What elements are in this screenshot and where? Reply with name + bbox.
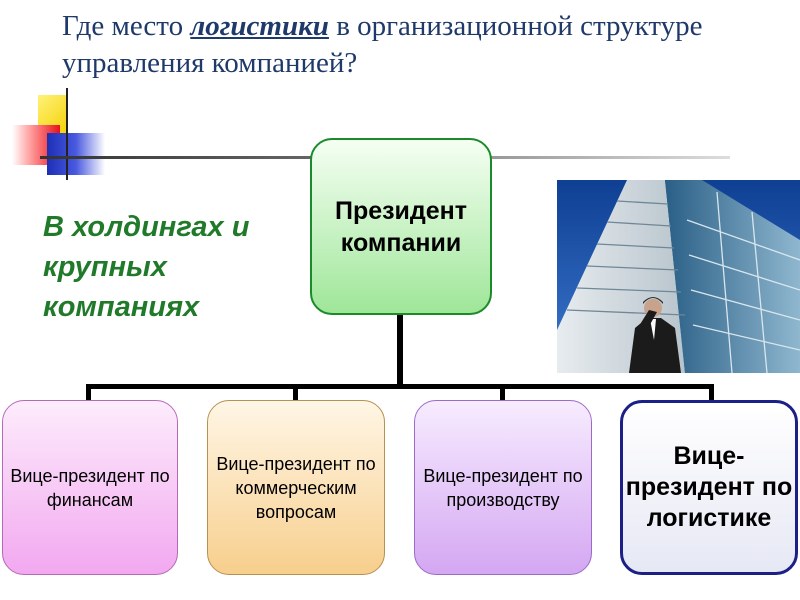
vp-commercial-box: Вице-президент по коммерческим вопросам — [207, 400, 385, 575]
connector-top-stem — [397, 314, 403, 388]
vp-production-label: Вице-президент по производству — [423, 465, 583, 510]
title-prefix: Где место — [62, 10, 191, 42]
vp-logistics-box: Вице-президент по логистике — [620, 400, 798, 575]
title-highlight: логистики — [190, 10, 329, 42]
connector-drop-3 — [500, 384, 505, 400]
vp-logistics-label: Вице-президент по логистике — [625, 442, 793, 532]
decor-vertical-line — [66, 88, 68, 180]
president-box: Президент компании — [310, 138, 492, 315]
skyscraper-businessman-photo — [557, 180, 800, 373]
connector-drop-4 — [709, 384, 714, 400]
vp-production-box: Вице-президент по производству — [414, 400, 592, 575]
connector-horizontal-bar — [86, 384, 714, 389]
page-title: Где место логистики в организационной ст… — [62, 8, 782, 82]
connector-drop-1 — [86, 384, 91, 400]
vp-finance-label: Вице-президент по финансам — [10, 465, 170, 510]
subtitle: В холдингах и крупных компаниях — [43, 211, 250, 323]
president-label: Президент компании — [334, 196, 468, 257]
decor-square-blue — [47, 133, 105, 175]
title-suffix: в организационной структуре управления к… — [62, 10, 703, 79]
connector-drop-2 — [293, 384, 298, 400]
vp-commercial-label: Вице-президент по коммерческим вопросам — [216, 453, 376, 522]
vp-finance-box: Вице-президент по финансам — [2, 400, 178, 575]
